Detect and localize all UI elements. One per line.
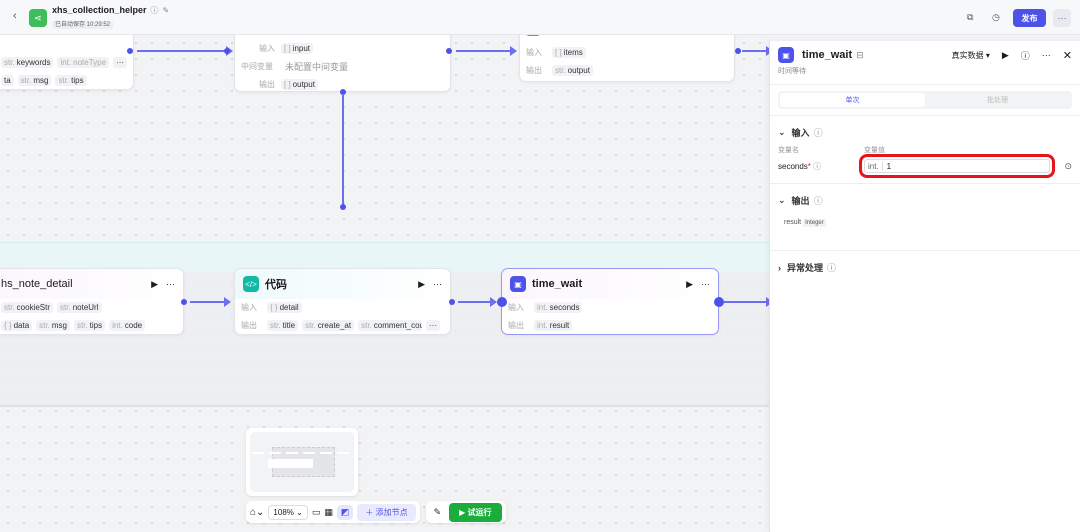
edit-icon[interactable]: ⊟ xyxy=(856,49,864,60)
autosave-status: 已自动保存 10:29:52 xyxy=(52,21,114,29)
port[interactable] xyxy=(714,297,724,307)
param-tag: str.msg xyxy=(17,74,52,86)
debug-icon[interactable]: ✎ xyxy=(433,506,442,517)
zoom-select[interactable]: 108% ⌄ xyxy=(268,504,308,520)
comment-icon[interactable]: ▭ xyxy=(311,506,321,517)
help-icon[interactable]: ⓘ xyxy=(1020,50,1030,61)
mouse-mode-icon[interactable]: ⌂⌄ xyxy=(250,506,265,518)
edge xyxy=(137,46,233,56)
history-icon[interactable]: ◷ xyxy=(992,12,1000,22)
top-bar: ‹ ⋖ xhs_collection_helper ⓘ ✎ 已自动保存 10:2… xyxy=(0,0,1080,35)
param-tag: str.noteUrl xyxy=(57,301,102,313)
param-tag: int.code xyxy=(109,319,146,331)
minimap[interactable] xyxy=(246,428,358,496)
param-tag: str.cookieStr xyxy=(1,301,54,313)
more-button[interactable]: ··· xyxy=(1053,9,1071,27)
param-tag: { }detail xyxy=(267,301,302,313)
seconds-input[interactable]: int. 1 xyxy=(858,154,1056,178)
back-icon[interactable]: ‹ xyxy=(13,10,17,22)
edge xyxy=(190,297,231,307)
param-tag: str.keywords xyxy=(1,56,54,68)
port[interactable] xyxy=(497,297,507,307)
more-icon[interactable]: ··· xyxy=(433,279,442,289)
tab-batch[interactable]: 批处理 xyxy=(987,97,1008,104)
panel-title: time_wait xyxy=(802,49,853,61)
run-node-icon[interactable]: ▶ xyxy=(151,278,158,289)
canvas-toolbar: ⌂⌄ 108% ⌄ ▭ ▦ ◩ ＋ 添加节点 xyxy=(246,501,420,523)
param-tag: str.msg xyxy=(36,319,70,331)
port[interactable] xyxy=(446,48,452,54)
more-icon[interactable]: ··· xyxy=(166,279,175,289)
port[interactable] xyxy=(181,299,187,305)
param-tag: [ ]input xyxy=(281,42,314,54)
param-tag: int.noteType xyxy=(57,56,110,68)
minimap-toggle-icon[interactable]: ◩ xyxy=(336,504,354,520)
publish-button[interactable]: 发布 xyxy=(1013,9,1046,27)
add-node-button[interactable]: ＋ 添加节点 xyxy=(357,503,416,521)
edge xyxy=(724,297,773,307)
test-run-button[interactable]: ▶ 试运行 xyxy=(449,502,502,522)
port[interactable] xyxy=(224,48,230,54)
port[interactable] xyxy=(340,204,346,210)
node-loop[interactable]: 输入[ ]input 中间变量未配置中间变量 输出[ ]output xyxy=(234,30,451,92)
run-node-icon[interactable]: ▶ xyxy=(418,278,425,289)
info-icon[interactable]: ⓘ xyxy=(150,6,159,15)
workflow-title: xhs_collection_helper xyxy=(52,5,147,15)
cube-icon: ▣ xyxy=(778,47,794,63)
param-tag: int.seconds xyxy=(534,301,583,313)
param-tag: str.create_at xyxy=(302,319,355,331)
title-block: xhs_collection_helper ⓘ ✎ 已自动保存 10:29:52 xyxy=(52,5,169,29)
param-tag: ta xyxy=(1,74,14,86)
port[interactable] xyxy=(127,48,133,54)
panel-subtitle: 时间等待 xyxy=(778,68,806,75)
port[interactable] xyxy=(340,89,346,95)
run-icon[interactable]: ▶ xyxy=(1001,49,1009,60)
more-icon[interactable]: ··· xyxy=(113,56,128,68)
port[interactable] xyxy=(449,299,455,305)
variable-ref-icon[interactable]: ⊙ xyxy=(1064,160,1072,171)
run-toolbar: ✎ ▶ 试运行 xyxy=(425,501,506,523)
data-mode-select[interactable]: 真实数据 ▾ xyxy=(951,50,990,60)
node-config-panel: ▣ time_wait ⊟ 真实数据 ▾ ▶ ⓘ ··· ✕ 时间等待 单次 批… xyxy=(769,41,1080,532)
copy-icon[interactable]: ⧉ xyxy=(967,12,974,22)
bottom-toolbars: ⌂⌄ 108% ⌄ ▭ ▦ ◩ ＋ 添加节点 ✎ ▶ 试运行 xyxy=(246,501,506,523)
more-icon[interactable]: ··· xyxy=(426,319,440,331)
param-tag: [ ]items xyxy=(552,46,586,58)
edge xyxy=(458,297,497,307)
close-icon[interactable]: ✕ xyxy=(1062,49,1072,62)
param-tag: str.comment_count xyxy=(358,319,422,331)
param-tag: int.result xyxy=(534,319,573,331)
loop-band xyxy=(0,242,769,272)
edge xyxy=(456,46,517,56)
edit-title-icon[interactable]: ✎ xyxy=(162,6,170,15)
param-tag: [ ]output xyxy=(281,78,318,90)
app-logo: ⋖ xyxy=(29,9,47,27)
tab-single[interactable]: 单次 xyxy=(780,93,925,107)
edge xyxy=(342,94,344,206)
param-tag: str.tips xyxy=(73,319,106,331)
code-icon: </> xyxy=(243,276,259,292)
cube-icon: ▣ xyxy=(510,276,526,292)
param-tag: str.tips xyxy=(55,74,87,86)
param-tag: str.output xyxy=(552,64,593,76)
more-icon[interactable]: ··· xyxy=(1041,50,1051,60)
edge xyxy=(742,46,773,56)
port[interactable] xyxy=(735,48,741,54)
layout-icon[interactable]: ▦ xyxy=(324,506,333,517)
param-tag: { }data xyxy=(1,319,33,331)
more-icon[interactable]: ··· xyxy=(701,279,710,289)
param-tag: str.title xyxy=(266,319,299,331)
run-node-icon[interactable]: ▶ xyxy=(686,278,693,289)
